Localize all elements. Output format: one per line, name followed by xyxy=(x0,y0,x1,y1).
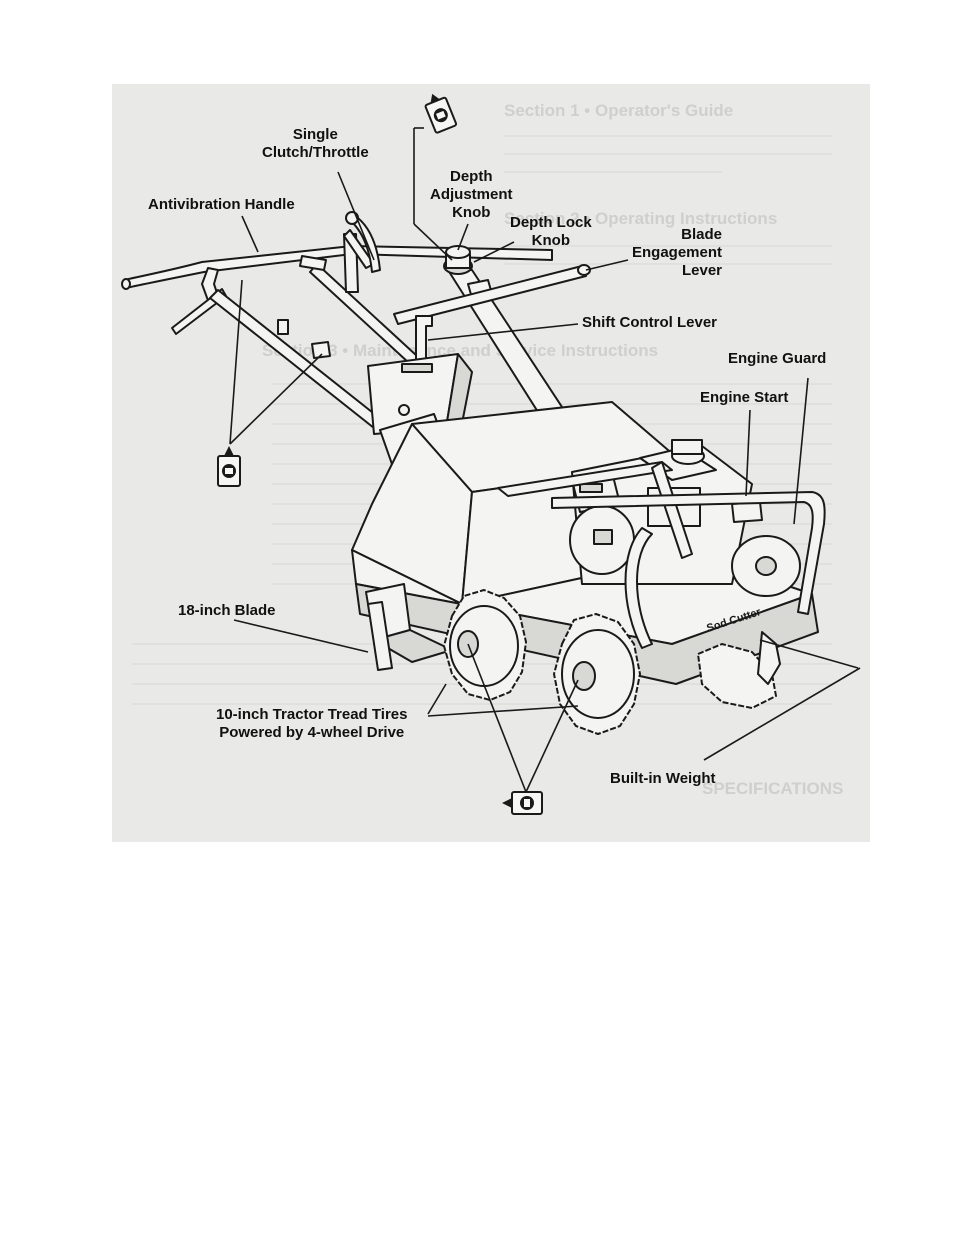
bleed-text-specifications: SPECIFICATIONS xyxy=(702,779,843,798)
leader-lines xyxy=(229,127,861,793)
label-blade-engagement-lever: Blade Engagement Lever xyxy=(632,226,723,279)
label-single-clutch-throttle: Single Clutch/Throttle xyxy=(262,126,369,161)
bleed-text-section-2: Section 2 • Operating Instructions xyxy=(504,209,777,228)
label-built-in-weight: Built-in Weight xyxy=(610,770,716,787)
tires-art xyxy=(443,589,781,735)
blade-art xyxy=(365,583,453,671)
bleed-through-layer: Section 1 • Operator's Guide Section 2 •… xyxy=(132,101,843,798)
equipment-diagram: Section 1 • Operator's Guide Section 2 •… xyxy=(112,84,870,842)
oil-can-icon xyxy=(217,446,241,487)
oil-can-icon xyxy=(502,791,543,815)
label-antivibration-handle: Antivibration Handle xyxy=(148,196,295,213)
bleed-text-section-3: Section 3 • Maintenance and Service Inst… xyxy=(262,341,658,360)
blade-engagement-lever-art xyxy=(393,264,591,325)
engine-art xyxy=(569,439,801,597)
label-depth-lock-knob: Depth Lock Knob xyxy=(510,214,592,249)
engine-guard-art xyxy=(497,461,826,649)
oil-can-icon xyxy=(424,93,458,134)
label-depth-adjustment-knob: Depth Adjustment Knob xyxy=(430,168,513,221)
label-18-inch-blade: 18-inch Blade xyxy=(178,602,276,619)
bleed-text-section-1: Section 1 • Operator's Guide xyxy=(504,101,733,120)
label-shift-control-lever: Shift Control Lever xyxy=(582,314,718,331)
label-tires: 10-inch Tractor Tread Tires Powered by 4… xyxy=(216,706,408,741)
label-engine-start: Engine Start xyxy=(700,389,789,406)
diagram-artwork: Section 1 • Operator's Guide Section 2 •… xyxy=(121,93,861,815)
label-engine-guard: Engine Guard xyxy=(728,350,827,367)
